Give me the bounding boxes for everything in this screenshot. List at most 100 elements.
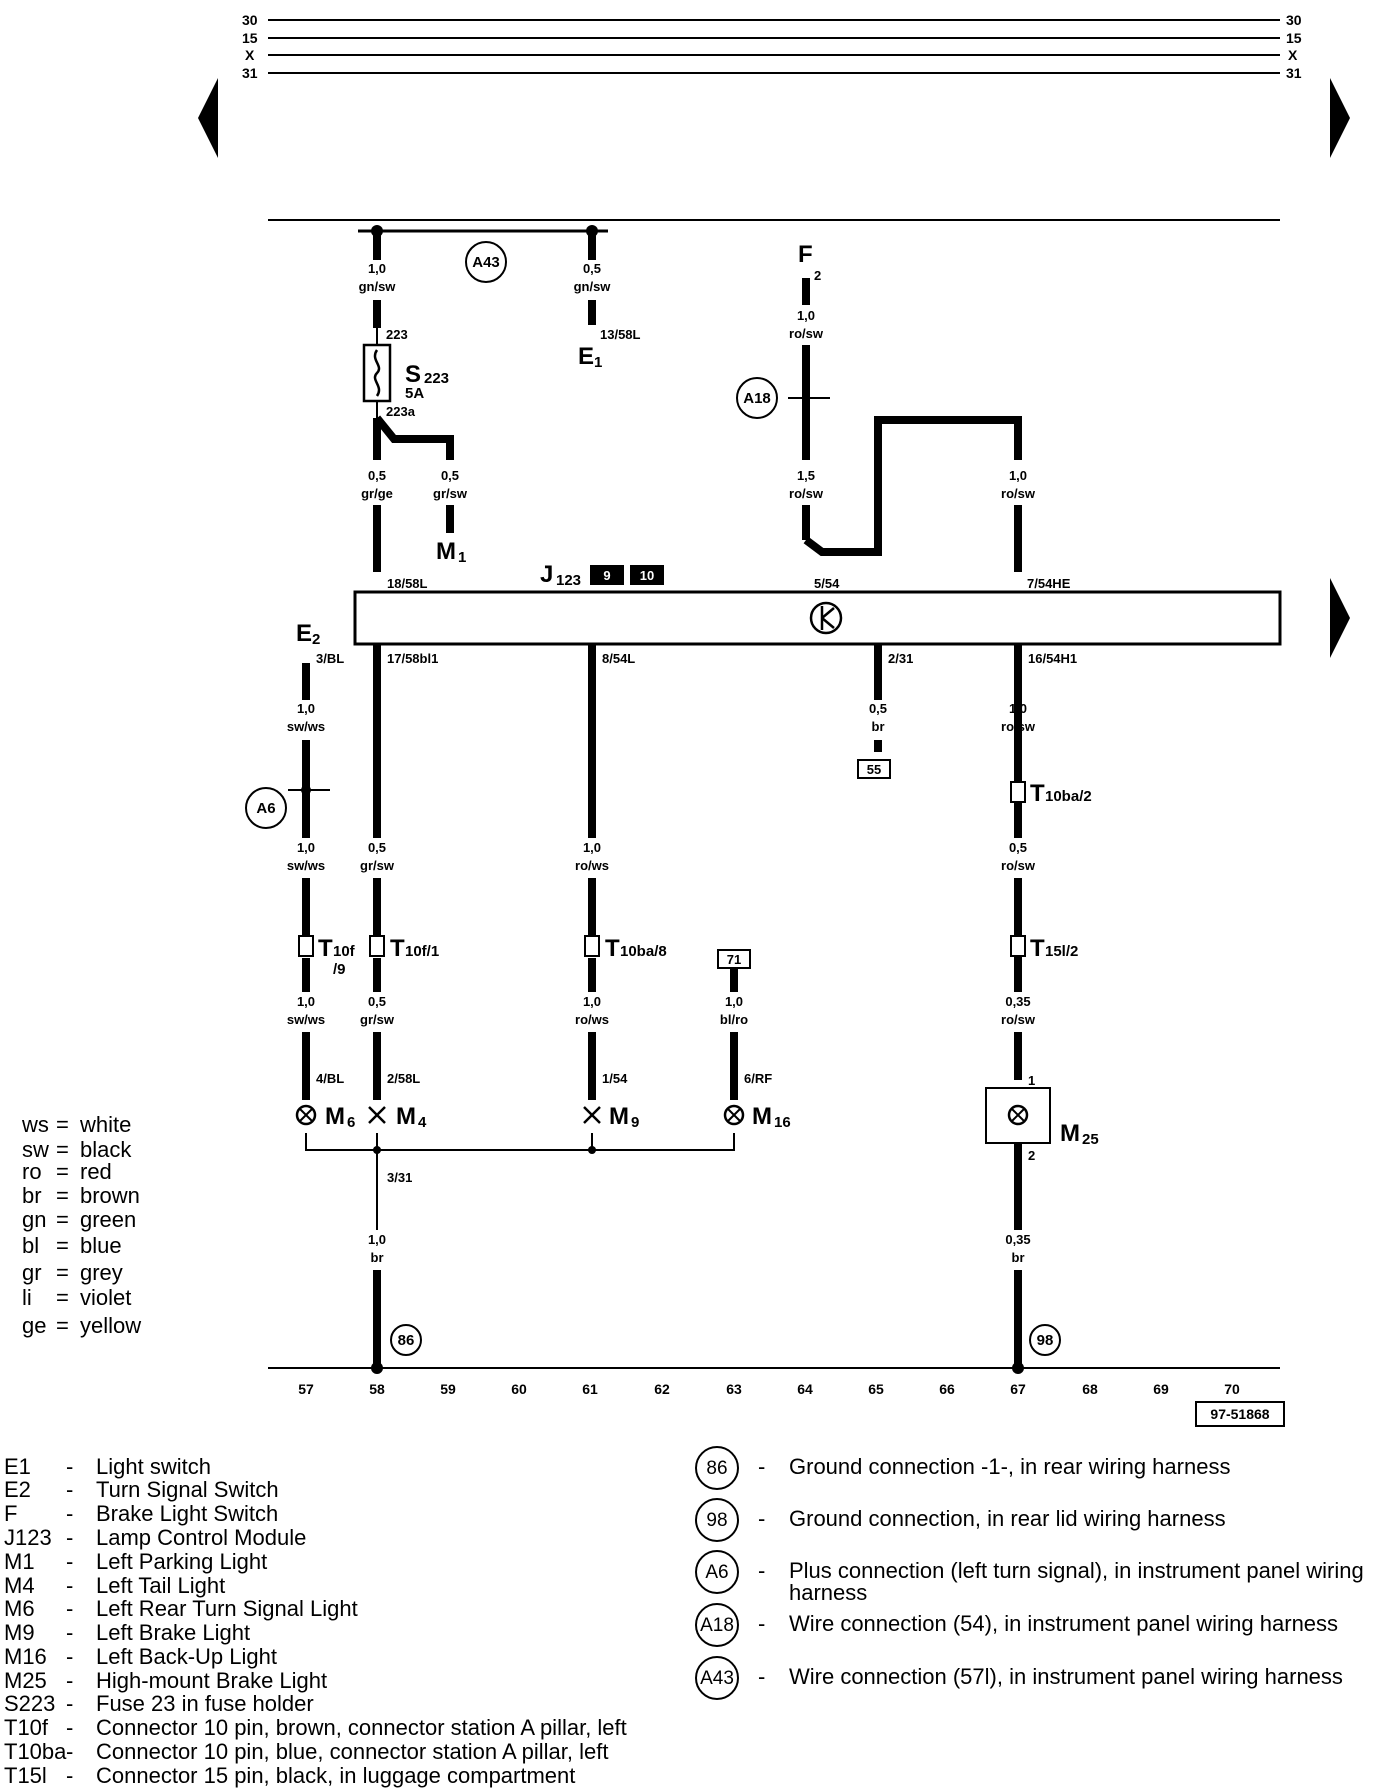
svg-text:-: -	[758, 1506, 765, 1531]
svg-text:Wire connection (54), in instr: Wire connection (54), in instrument pane…	[789, 1611, 1338, 1636]
svg-text:red: red	[80, 1159, 112, 1184]
svg-text:16: 16	[774, 1114, 791, 1131]
svg-text:ws: ws	[21, 1112, 49, 1137]
svg-text:bl/ro: bl/ro	[720, 1012, 748, 1027]
svg-text:98: 98	[706, 1510, 727, 1531]
svg-text:harness: harness	[789, 1580, 867, 1605]
label-m1: M 1	[436, 538, 466, 566]
pin-13-58l: 13/58L	[600, 327, 641, 342]
svg-text:A6: A6	[256, 800, 275, 817]
svg-text:=: =	[56, 1159, 69, 1184]
svg-text:High-mount Brake Light: High-mount Brake Light	[96, 1668, 327, 1693]
lamp-m9-icon	[583, 1106, 601, 1124]
svg-text:15l/2: 15l/2	[1045, 943, 1078, 960]
svg-text:Fuse 23 in fuse holder: Fuse 23 in fuse holder	[96, 1691, 314, 1716]
svg-text:62: 62	[654, 1381, 670, 1397]
svg-text:br: br	[22, 1183, 42, 1208]
label-m25: M 25	[1060, 1120, 1099, 1148]
svg-text:E2: E2	[4, 1477, 31, 1502]
svg-text:-: -	[66, 1477, 73, 1502]
svg-text:71: 71	[727, 952, 741, 967]
svg-text:68: 68	[1082, 1381, 1098, 1397]
svg-text:123: 123	[556, 572, 581, 589]
svg-text:gr/sw: gr/sw	[360, 858, 395, 873]
svg-text:sw/ws: sw/ws	[287, 1012, 325, 1027]
wire-label-w12: 0,5gr/sw	[360, 840, 395, 873]
svg-text:M: M	[325, 1103, 345, 1130]
j123-label: J 123	[540, 561, 581, 589]
pin-4-bl: 4/BL	[316, 1071, 344, 1086]
svg-text:60: 60	[511, 1381, 527, 1397]
svg-text:5A: 5A	[405, 385, 424, 402]
svg-text:ro/sw: ro/sw	[789, 326, 824, 341]
svg-text:Brake Light Switch: Brake Light Switch	[96, 1501, 278, 1526]
ring-a43: A43	[465, 241, 507, 283]
wire-label-w4: 0,5gr/ge	[361, 468, 393, 501]
svg-text:=: =	[56, 1260, 69, 1285]
svg-text:98: 98	[1037, 1332, 1054, 1349]
svg-text:Plus connection (left turn sig: Plus connection (left turn signal), in i…	[789, 1558, 1364, 1583]
label-e2: E 2	[296, 620, 320, 648]
svg-text:Left Tail Light: Left Tail Light	[96, 1573, 225, 1598]
svg-text:-: -	[758, 1454, 765, 1479]
svg-text:65: 65	[868, 1381, 884, 1397]
wire-label-w5: 0,5gr/sw	[433, 468, 468, 501]
label-t10f1: T 10f/1	[390, 935, 439, 962]
wire-label-w16: 0,5gr/sw	[360, 994, 395, 1027]
junction-dot	[586, 225, 598, 237]
svg-text:=: =	[56, 1137, 69, 1162]
wire-label-w8: 1,0 sw/ws	[287, 701, 325, 734]
svg-text:gr: gr	[22, 1260, 42, 1285]
svg-text:=: =	[56, 1285, 69, 1310]
ring-a6: A6	[245, 787, 287, 829]
svg-text:sw/ws: sw/ws	[287, 719, 325, 734]
svg-text:br: br	[1012, 1250, 1025, 1265]
svg-text:=: =	[56, 1233, 69, 1258]
svg-text:1: 1	[594, 354, 602, 371]
wire-label-w15: 1,0sw/ws	[287, 994, 325, 1027]
svg-text:Ground connection -1-, in rear: Ground connection -1-, in rear wiring ha…	[789, 1454, 1230, 1479]
label-m16: M 16	[752, 1103, 791, 1131]
label-e1: E 1	[578, 343, 602, 371]
svg-text:ro/sw: ro/sw	[1001, 486, 1036, 501]
svg-text:1,0: 1,0	[297, 701, 315, 716]
svg-text:M: M	[436, 538, 456, 565]
wire-label-w3: 1,0ro/sw	[789, 308, 824, 341]
label-m4: M 4	[396, 1103, 427, 1131]
label-m6: M 6	[325, 1103, 355, 1131]
svg-text:A43: A43	[700, 1668, 734, 1689]
junction-dot	[301, 785, 311, 795]
svg-text:gn: gn	[22, 1207, 46, 1232]
module-relay-symbol-icon	[809, 601, 843, 635]
svg-text:-: -	[66, 1573, 73, 1598]
svg-text:gn/sw: gn/sw	[359, 279, 397, 294]
bus-label-x-right: X	[1288, 47, 1298, 63]
pin-7-54he: 7/54HE	[1027, 576, 1071, 591]
svg-text:223: 223	[424, 370, 449, 387]
label-t15l2: T 15l/2	[1030, 935, 1078, 962]
svg-text:ro/ws: ro/ws	[575, 1012, 609, 1027]
svg-text:gr/sw: gr/sw	[433, 486, 468, 501]
svg-text:bl: bl	[22, 1233, 39, 1258]
svg-text:Light switch: Light switch	[96, 1454, 211, 1479]
connector-symbol-icon	[298, 781, 1026, 957]
svg-text:1,0: 1,0	[583, 994, 601, 1009]
svg-text:Turn Signal Switch: Turn Signal Switch	[96, 1477, 279, 1502]
junction-dot	[588, 1146, 596, 1154]
svg-text:63: 63	[726, 1381, 742, 1397]
svg-text:J: J	[540, 561, 553, 588]
svg-text:-: -	[66, 1549, 73, 1574]
svg-text:A43: A43	[472, 254, 500, 271]
label-t10ba8: T 10ba/8	[605, 935, 667, 962]
svg-text:br: br	[371, 1250, 384, 1265]
svg-text:E: E	[578, 343, 594, 370]
svg-text:S223: S223	[4, 1691, 55, 1716]
svg-text:-: -	[758, 1611, 765, 1636]
svg-text:-: -	[66, 1501, 73, 1526]
ground-junction-dot	[371, 1362, 383, 1374]
bus-lines: 30 15 X 31 30 15 X 31	[242, 12, 1302, 81]
wires-lower	[288, 644, 1022, 1365]
svg-text:ge: ge	[22, 1313, 46, 1338]
svg-text:55: 55	[867, 762, 881, 777]
svg-text:/9: /9	[333, 961, 346, 978]
